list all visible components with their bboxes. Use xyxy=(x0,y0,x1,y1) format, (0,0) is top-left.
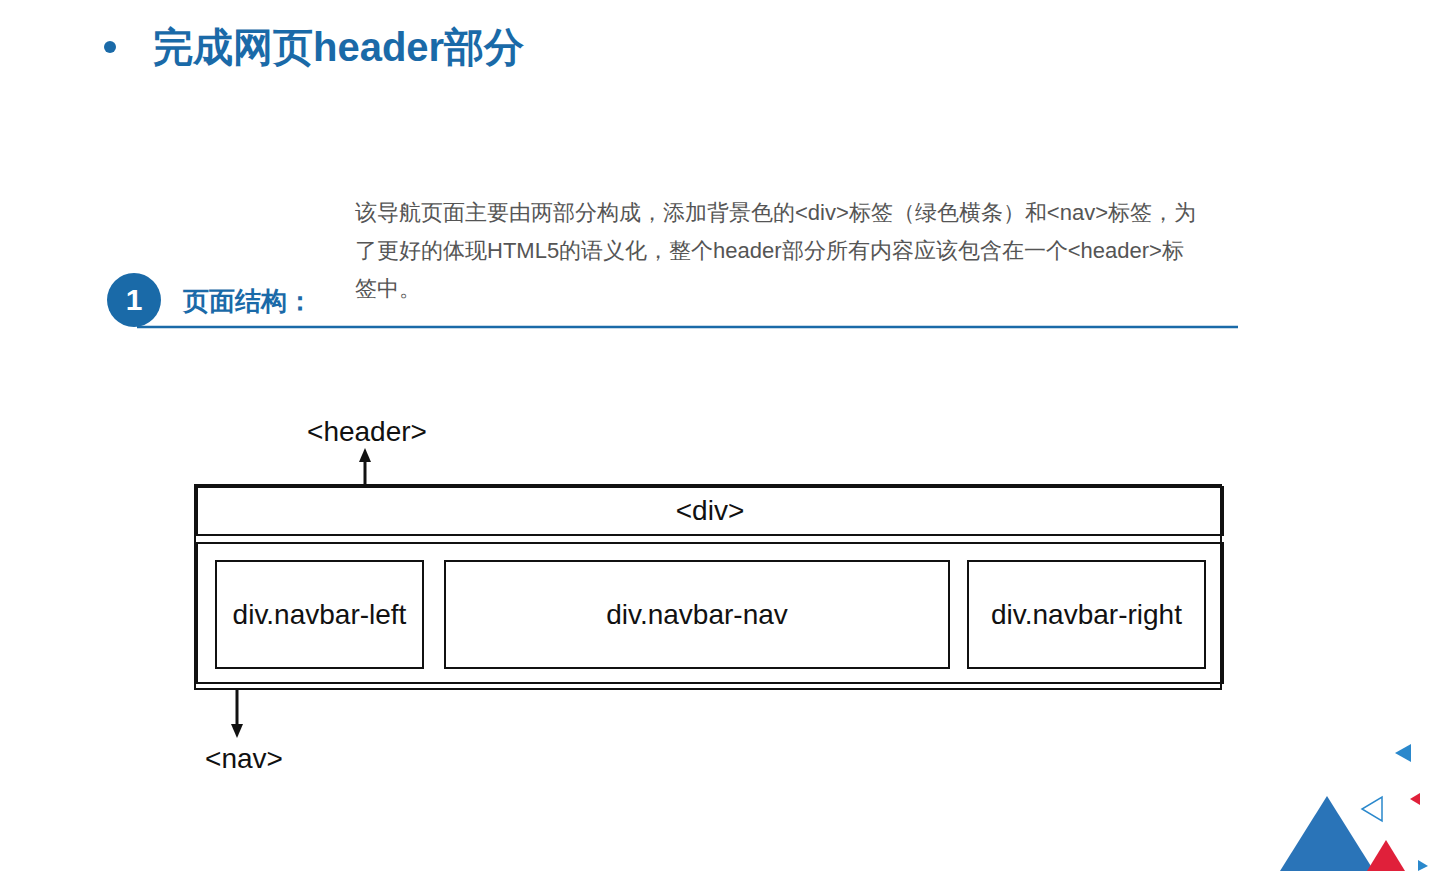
node-label: <div> xyxy=(676,495,745,527)
deco-triangle xyxy=(1418,860,1428,871)
nav-box: <nav>div.navbar-leftdiv.navbar-navdiv.na… xyxy=(196,542,1224,684)
header-box: <header><div><nav>div.navbar-leftdiv.nav… xyxy=(194,484,1222,690)
arrow-head xyxy=(231,724,243,738)
section-rule xyxy=(137,326,1238,329)
deco-triangle xyxy=(1362,797,1382,821)
section-heading: 页面结构： xyxy=(183,284,313,319)
node-label: 1 xyxy=(126,283,143,317)
node-label: <header> xyxy=(292,412,442,452)
navbar-right-box: div.navbar-right xyxy=(967,560,1206,669)
description-text: 该导航页面主要由两部分构成，添加背景色的<div>标签（绿色横条）和<nav>标… xyxy=(355,194,1205,308)
node-label: div.navbar-left xyxy=(233,599,407,631)
deco-triangle xyxy=(1367,840,1405,871)
node-label: div.navbar-right xyxy=(991,599,1182,631)
leader-line xyxy=(236,690,239,726)
node-label: div.navbar-nav xyxy=(606,599,788,631)
div-band: <div> xyxy=(196,486,1224,536)
navbar-nav-box: div.navbar-nav xyxy=(444,560,950,669)
bullet-dot xyxy=(104,41,116,53)
leader-line xyxy=(364,460,367,484)
deco-triangle xyxy=(1395,744,1411,762)
slide-title: 完成网页header部分 xyxy=(153,20,524,75)
deco-triangle xyxy=(1410,793,1420,805)
node-label: <nav> xyxy=(194,740,294,778)
navbar-left-box: div.navbar-left xyxy=(215,560,424,669)
deco-triangle xyxy=(1280,796,1374,871)
arrow-head xyxy=(359,448,371,462)
section-badge: 1 xyxy=(107,273,161,327)
